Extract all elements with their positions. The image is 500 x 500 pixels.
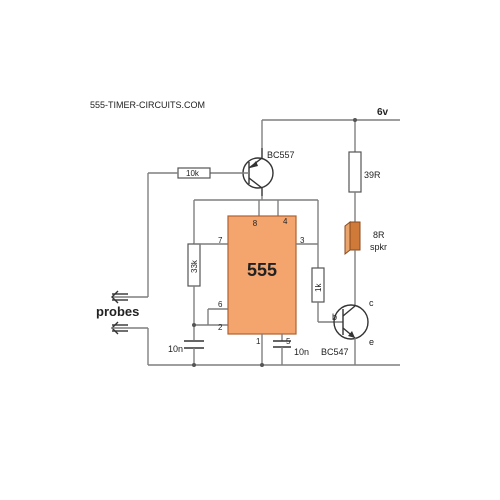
resistor-39R (348, 151, 362, 193)
probe-top-arrow (111, 290, 128, 304)
q2-collector-label: c (369, 298, 374, 308)
junction-dot (260, 363, 264, 367)
pin8-label: 8 (253, 219, 258, 228)
q2-label: BC547 (321, 347, 349, 357)
q2-base-label: b (332, 312, 337, 322)
speaker-ohm-label: 8R (373, 230, 385, 240)
capacitor-control-label: 10n (294, 347, 309, 357)
junction-dot (192, 363, 196, 367)
junction-dot (353, 118, 357, 122)
q1-label: BC557 (267, 150, 295, 160)
resistor-1k-label: 1k (314, 283, 323, 292)
probes-label: probes (96, 304, 139, 319)
speaker-symbol (344, 220, 361, 256)
capacitor-timing (184, 340, 204, 349)
pin2-label: 2 (218, 323, 223, 332)
capacitor-timing-label: 10n (168, 344, 183, 354)
pin1-label: 1 (256, 337, 261, 346)
pin7-label: 7 (218, 236, 223, 245)
pin3-label: 3 (300, 236, 305, 245)
resistor-33k-label: 33k (190, 259, 199, 273)
q2-emitter-label: e (369, 337, 374, 347)
pin6-label: 6 (218, 300, 223, 309)
q2-transistor-symbol (333, 304, 369, 340)
chip-555-body (227, 215, 297, 335)
site-header: 555-TIMER-CIRCUITS.COM (90, 100, 205, 110)
pin4-label: 4 (283, 217, 288, 226)
supply-label: 6v (377, 107, 389, 118)
junction-dot (192, 323, 196, 327)
chip-555-label: 555 (247, 260, 277, 280)
resistor-10k-label: 10k (186, 169, 200, 178)
speaker-name-label: spkr (370, 242, 387, 252)
resistor-39R-label: 39R (364, 170, 381, 180)
